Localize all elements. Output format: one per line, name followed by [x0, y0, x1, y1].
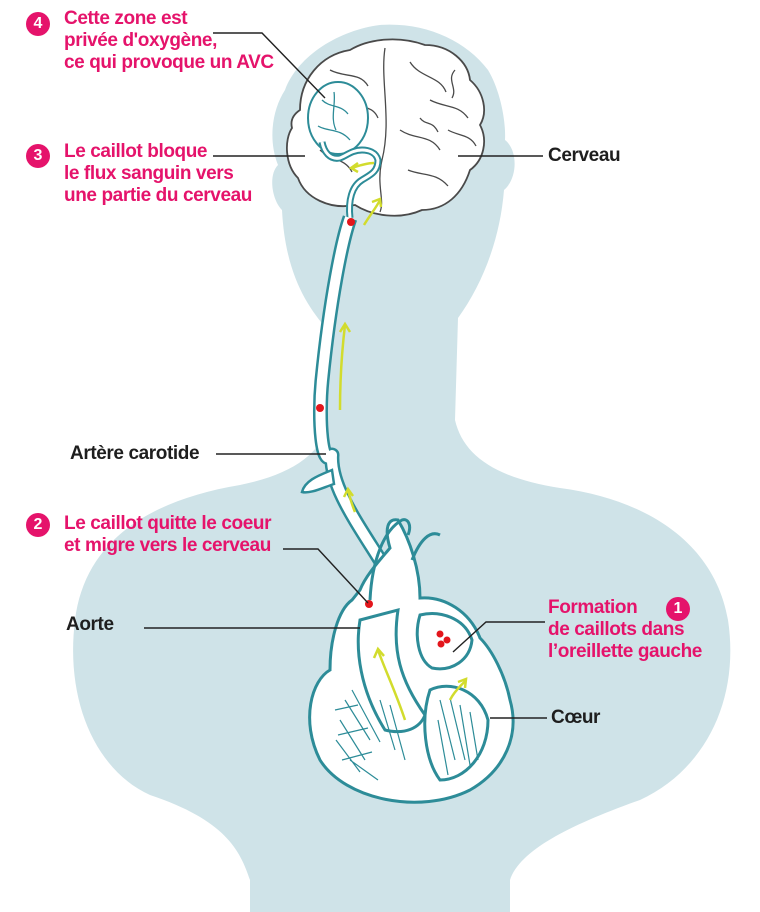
step-4-line-1: Cette zone est [64, 8, 274, 30]
step-4-line-2: privée d'oxygène, [64, 30, 274, 52]
step-3-text: Le caillot bloque le flux sanguin vers u… [64, 141, 252, 207]
clot-in-carotid [316, 404, 324, 412]
step-1-line-2: de caillots dans [548, 619, 702, 641]
aorta-label: Aorte [66, 614, 114, 636]
heart-label: Cœur [551, 707, 600, 729]
clot-in-atrium [437, 631, 444, 638]
infarct-zone [308, 82, 368, 154]
step-3-number-badge: 3 [26, 144, 50, 168]
step-4-text: Cette zone est privée d'oxygène, ce qui … [64, 8, 274, 74]
step-3-line-2: le flux sanguin vers [64, 163, 252, 185]
clot-in-brain [347, 218, 355, 226]
step-3-line-3: une partie du cerveau [64, 185, 252, 207]
step-1-line-1: Formation [548, 597, 702, 619]
step-1-line-3: l’oreillette gauche [548, 641, 702, 663]
step-2-line-2: et migre vers le cerveau [64, 535, 271, 557]
step-2-line-1: Le caillot quitte le coeur [64, 513, 271, 535]
brain-label: Cerveau [548, 145, 620, 167]
clot-in-atrium [444, 637, 451, 644]
clot-in-atrium [438, 641, 445, 648]
step-3-line-1: Le caillot bloque [64, 141, 252, 163]
step-1-text: Formation de caillots dans l’oreillette … [548, 597, 702, 663]
step-2-text: Le caillot quitte le coeur et migre vers… [64, 513, 271, 557]
step-2-number-badge: 2 [26, 513, 50, 537]
carotid-label: Artère carotide [70, 443, 199, 465]
step-4-line-3: ce qui provoque un AVC [64, 52, 274, 74]
step-4-number-badge: 4 [26, 12, 50, 36]
